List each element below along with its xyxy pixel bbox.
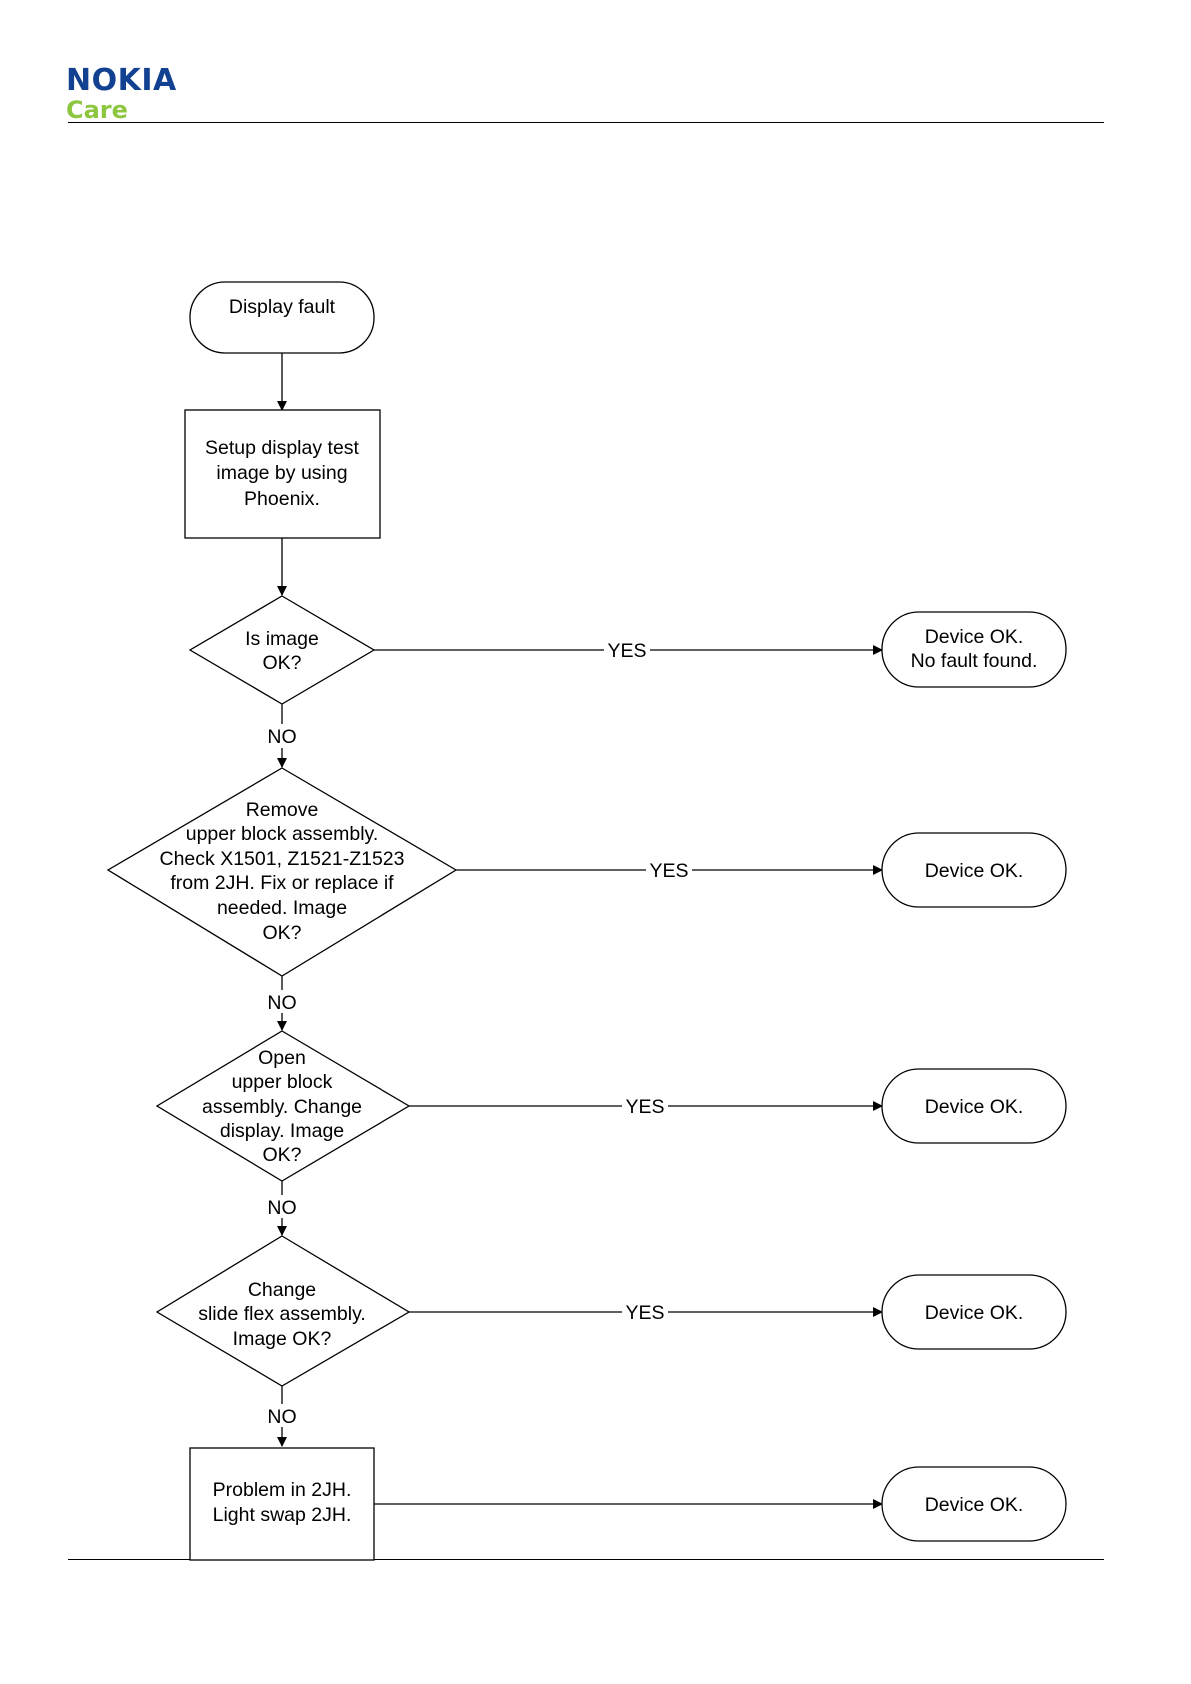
decision2-label-3: from 2JH. Fix or replace if <box>170 872 394 894</box>
step1-label-2: Phoenix. <box>244 488 320 510</box>
step1-label-1: image by using <box>216 462 347 484</box>
step1-label-0: Setup display test <box>205 437 360 459</box>
shapes <box>106 281 1067 1561</box>
end2-label-0: Device OK. <box>925 860 1024 882</box>
decision4-label-2: Image OK? <box>233 1328 332 1350</box>
logo-care-text: Care <box>66 96 128 124</box>
decision3-diamond <box>155 1030 411 1182</box>
end1-label-0: Device OK. <box>925 626 1024 648</box>
decision2-label-1: upper block assembly. <box>186 823 379 845</box>
edge-labels: YES YES YES YES NO NO NO NO <box>267 640 688 1428</box>
decision2-label-5: OK? <box>262 922 301 944</box>
header-rule <box>68 122 1104 123</box>
no-label-4: NO <box>267 1406 296 1428</box>
nokia-care-logo: NOKIA Care <box>66 63 177 125</box>
decision3-label-0: Open <box>258 1047 306 1069</box>
end1-terminator <box>881 611 1067 688</box>
end2-terminator <box>881 832 1067 908</box>
connectors <box>277 353 883 1509</box>
logo-nokia-text: NOKIA <box>66 63 177 98</box>
decision3-label-2: assembly. Change <box>202 1096 362 1118</box>
decision1-label-0: Is image <box>245 628 319 650</box>
yes-label-2: YES <box>649 860 688 882</box>
end5-terminator <box>881 1466 1067 1542</box>
end3-label-0: Device OK. <box>925 1096 1024 1118</box>
no-label-3: NO <box>267 1197 296 1219</box>
decision1-diamond <box>188 595 376 705</box>
end4-label-0: Device OK. <box>925 1302 1024 1324</box>
end3-terminator <box>881 1068 1067 1144</box>
decision2-label-2: Check X1501, Z1521-Z1523 <box>160 848 405 870</box>
decision3-label-4: OK? <box>262 1144 301 1166</box>
end4-terminator <box>881 1274 1067 1350</box>
yes-label-3: YES <box>625 1096 664 1118</box>
start-terminator <box>189 281 375 354</box>
node-labels: Display fault Setup display test image b… <box>160 296 1038 1526</box>
final-step-label-0: Problem in 2JH. <box>213 1479 352 1501</box>
end5-label-0: Device OK. <box>925 1494 1024 1516</box>
decision3-label-3: display. Image <box>220 1120 344 1142</box>
final-step-box <box>189 1447 375 1561</box>
no-label-2: NO <box>267 992 296 1014</box>
footer-rule <box>68 1559 1104 1560</box>
final-step-label-1: Light swap 2JH. <box>213 1504 352 1526</box>
decision4-label-0: Change <box>248 1279 316 1301</box>
yes-label-4: YES <box>625 1302 664 1324</box>
decision4-diamond <box>155 1235 411 1387</box>
decision2-label-4: needed. Image <box>217 897 347 919</box>
decision2-diamond <box>106 767 458 977</box>
decision3-label-1: upper block <box>232 1071 333 1093</box>
start-label-0: Display fault <box>229 296 336 318</box>
step1-box <box>184 409 381 539</box>
decision1-label-1: OK? <box>262 652 301 674</box>
no-label-1: NO <box>267 726 296 748</box>
end1-label-1: No fault found. <box>911 650 1038 672</box>
decision4-label-1: slide flex assembly. <box>198 1303 366 1325</box>
yes-label-1: YES <box>607 640 646 662</box>
decision2-label-0: Remove <box>246 799 319 821</box>
